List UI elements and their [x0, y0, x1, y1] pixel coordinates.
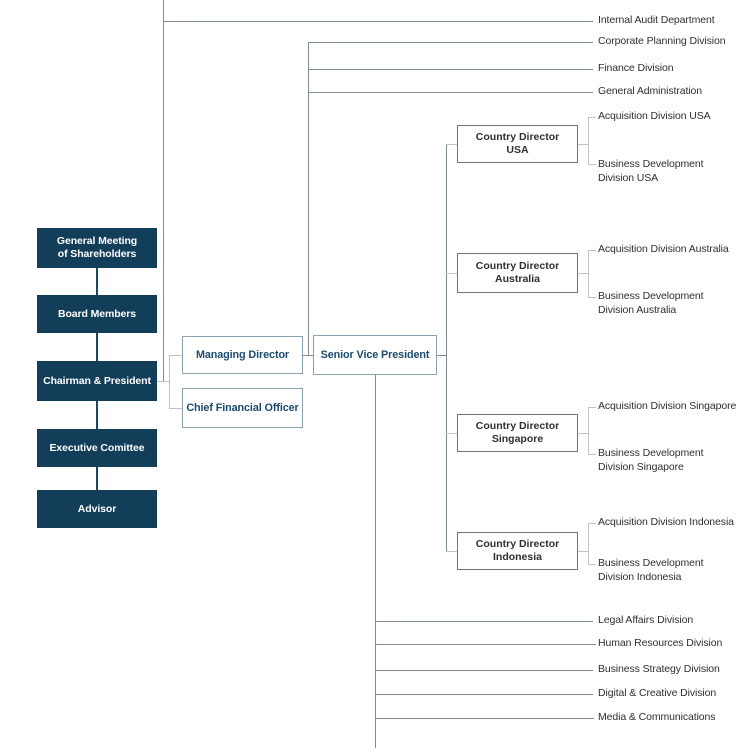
node-managing-director: Managing Director [182, 336, 303, 374]
leaf-label-line: Division USA [598, 171, 659, 184]
connector-usa-stub [446, 144, 457, 145]
node-advisor: Advisor [37, 490, 157, 528]
node-board-members: Board Members [37, 295, 157, 333]
node-chairman-president: Chairman & President [37, 361, 157, 401]
node-label: Country Director [475, 420, 560, 432]
connector-singapore-bracket [588, 407, 589, 454]
node-country-director-usa: Country Director USA [457, 125, 578, 163]
node-country-director-singapore: Country Director Singapore [457, 414, 578, 452]
connector-general-administration-branch [308, 92, 593, 93]
connector-country-spine [446, 144, 447, 551]
connector-usa-acquisition-stub [588, 117, 596, 118]
connector-usa-bracket-in [578, 144, 588, 145]
leaf-general-administration: General Administration [598, 85, 703, 97]
connector-svp-down-spine [375, 375, 376, 748]
connector-chairman-right [157, 381, 169, 382]
leaf-media-communications: Media & Communications [598, 711, 716, 723]
connector-gov-stub-2 [96, 333, 98, 361]
leaf-label-line: Business Development [598, 290, 704, 302]
leaf-human-resources-division: Human Resources Division [598, 637, 723, 649]
leaf-internal-audit-department: Internal Audit Department [598, 14, 715, 26]
leaf-legal-affairs-division: Legal Affairs Division [598, 614, 694, 626]
leaf-acquisition-division-singapore: Acquisition Division Singapore [598, 400, 737, 412]
leaf-label-line: Division Australia [598, 303, 677, 316]
node-label: Executive Comittee [49, 441, 145, 454]
node-executive-committee: Executive Comittee [37, 429, 157, 467]
connector-indonesia-bizdev-stub [588, 564, 596, 565]
node-country-director-indonesia: Country Director Indonesia [457, 532, 578, 570]
leaf-corporate-planning-division: Corporate Planning Division [598, 35, 726, 47]
node-label: Managing Director [195, 349, 290, 361]
node-senior-vice-president: Senior Vice President [313, 335, 437, 375]
connector-human-resources-branch [375, 644, 596, 645]
connector-digital-creative-branch [375, 694, 593, 695]
node-label: Board Members [57, 307, 137, 320]
connector-indonesia-acquisition-stub [588, 523, 596, 524]
node-chief-financial-officer: Chief Financial Officer [182, 388, 303, 428]
leaf-business-development-division-indonesia: Business Development Division Indonesia [598, 557, 703, 584]
connector-australia-bizdev-stub [588, 297, 596, 298]
leaf-business-strategy-division: Business Strategy Division [598, 663, 720, 675]
connector-legal-affairs-branch [375, 621, 593, 622]
node-country-director-australia: Country Director Australia [457, 253, 578, 293]
connector-singapore-bracket-in [578, 433, 588, 434]
leaf-label-line: Business Development [598, 557, 704, 569]
connector-finance-branch [308, 69, 593, 70]
leaf-label-line: Division Singapore [598, 460, 684, 473]
node-label: USA [506, 144, 529, 156]
node-label: of Shareholders [57, 248, 137, 260]
leaf-business-development-division-usa: Business Development Division USA [598, 158, 703, 185]
node-label: General Meeting [56, 235, 138, 247]
connector-indonesia-bracket-in [578, 551, 588, 552]
node-general-meeting-of-shareholders: General Meeting of Shareholders [37, 228, 157, 268]
node-label: Chairman & President [43, 374, 151, 387]
connector-indonesia-bracket [588, 523, 589, 565]
connector-media-communications-branch [375, 718, 594, 719]
connector-internal-audit-branch [163, 21, 593, 22]
connector-gov-stub-3 [96, 401, 98, 429]
connector-indonesia-stub [446, 551, 457, 552]
leaf-label-line: Business Development [598, 158, 704, 170]
node-label: Senior Vice President [320, 349, 430, 361]
node-label: Country Director [475, 131, 560, 143]
connector-corporate-planning-branch [308, 42, 593, 43]
leaf-finance-division: Finance Division [598, 62, 674, 74]
leaf-digital-creative-division: Digital & Creative Division [598, 687, 717, 699]
leaf-acquisition-division-usa: Acquisition Division USA [598, 110, 711, 122]
connector-cfo-stub [169, 408, 182, 409]
connector-chairman-up-spine [163, 0, 164, 381]
connector-gov-stub-1 [96, 268, 98, 295]
connector-australia-acquisition-stub [588, 250, 596, 251]
connector-australia-bracket-in [578, 273, 588, 274]
leaf-label-line: Division Indonesia [598, 570, 682, 583]
leaf-acquisition-division-indonesia: Acquisition Division Indonesia [598, 516, 734, 528]
connector-singapore-stub [446, 433, 457, 434]
connector-usa-bizdev-stub [588, 164, 596, 165]
node-label: Chief Financial Officer [186, 402, 299, 414]
leaf-business-development-division-singapore: Business Development Division Singapore [598, 447, 703, 474]
connector-usa-bracket [588, 117, 589, 165]
connector-singapore-acquisition-stub [588, 407, 596, 408]
node-label: Australia [495, 273, 540, 285]
leaf-business-development-division-australia: Business Development Division Australia [598, 290, 703, 317]
connector-australia-stub [446, 273, 457, 274]
node-label: Indonesia [492, 551, 542, 563]
node-label: Country Director [475, 538, 560, 550]
leaf-label-line: Business Development [598, 447, 704, 459]
connector-singapore-bizdev-stub [588, 454, 596, 455]
connector-md-stub [169, 355, 182, 356]
connector-md-svp [303, 355, 313, 356]
connector-md-departments-spine [308, 42, 309, 355]
node-label: Country Director [475, 260, 560, 272]
connector-business-strategy-branch [375, 670, 593, 671]
connector-australia-bracket [588, 250, 589, 297]
leaf-acquisition-division-australia: Acquisition Division Australia [598, 243, 729, 255]
node-label: Advisor [77, 502, 117, 515]
node-label: Singapore [491, 433, 544, 445]
connector-svp-right [437, 355, 446, 356]
connector-md-cfo-bracket [169, 355, 170, 409]
connector-gov-stub-4 [96, 467, 98, 490]
